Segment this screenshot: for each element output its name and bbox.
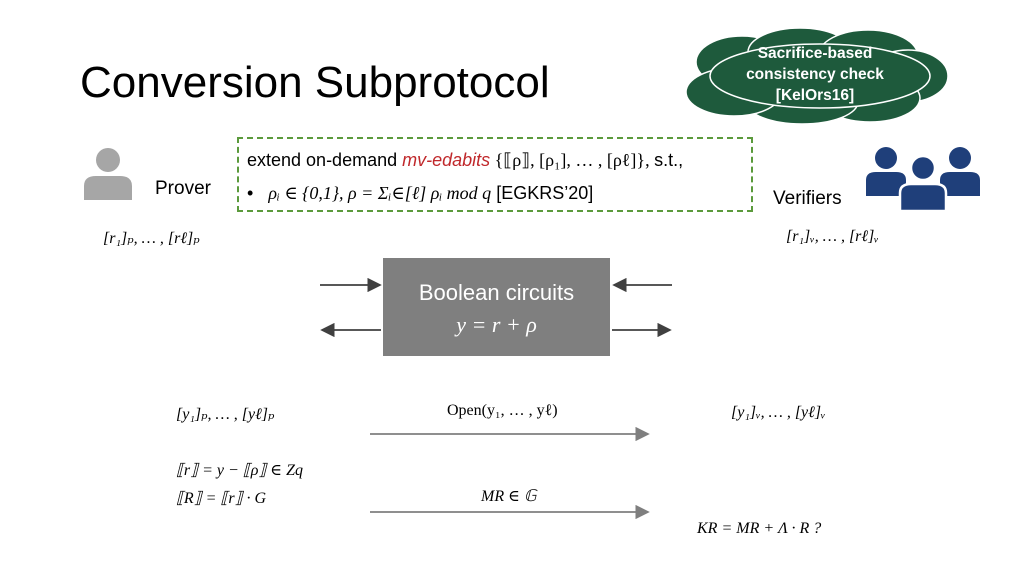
verifier-shares: [r₁]ᵥ, … , [rℓ]ᵥ [786,228,879,245]
extend-line-2: • ρᵢ ∈ {0,1}, ρ = Σᵢ∈[ℓ] ρᵢ mod q [EGKRS… [247,183,593,204]
extend-condition: ρᵢ ∈ {0,1}, ρ = Σᵢ∈[ℓ] ρᵢ mod q [268,183,492,203]
open-message: Open(y₁, … , yℓ) [447,402,558,419]
prover-shares: [r₁]ₚ, … , [rℓ]ₚ [103,230,200,247]
cloud-text: Sacrifice-based consistency check [KelOr… [708,43,922,106]
r-equation: ⟦r⟧ = y − ⟦ρ⟧ ∈ Zq [176,462,304,479]
verifier-y-shares: [y₁]ᵥ, … , [yℓ]ᵥ [731,404,826,421]
cloud-line-1: Sacrifice-based [757,45,873,62]
extend-suffix: s.t., [654,150,684,170]
prover-y-shares: [y₁]ₚ, … , [yℓ]ₚ [176,406,275,423]
extend-prefix: extend on-demand [247,150,403,170]
boolean-circuit-box: Boolean circuits y = r + ρ [383,258,610,356]
extend-citation: [EGKRS’20] [491,183,594,203]
extend-box [237,137,753,212]
group-icon [866,147,980,212]
mr-message: MR ∈ 𝔾 [481,488,537,505]
R-equation: ⟦R⟧ = ⟦r⟧ · G [176,490,267,507]
verifiers-label: Verifiers [773,188,842,209]
person-icon [84,148,132,200]
kr-check-equation: KR = MR + Λ · R ? [697,520,822,537]
prover-label: Prover [155,178,211,199]
cloud-line-2: consistency check [746,66,884,83]
page-title: Conversion Subprotocol [80,58,550,107]
cloud-line-3: [KelOrs16] [775,87,855,104]
extend-set: {⟦ρ⟧, [ρ₁], … , [ρℓ]}, [490,150,655,170]
circuit-label: Boolean circuits [418,280,575,305]
bullet: • [247,183,254,203]
circuit-equation: y = r + ρ [456,312,537,337]
extend-line-1: extend on-demand mv-edabits {⟦ρ⟧, [ρ₁], … [247,150,683,171]
cloud-callout [685,27,949,125]
mv-edabits-text: mv-edabits [402,150,491,170]
